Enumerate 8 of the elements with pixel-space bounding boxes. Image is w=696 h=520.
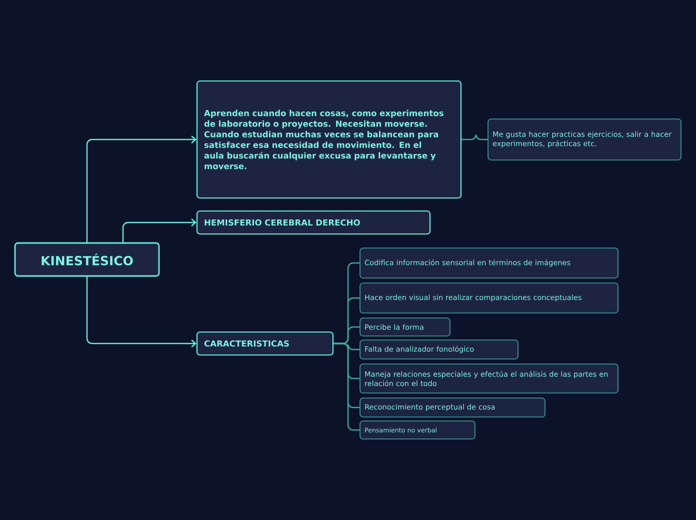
central-topic-box: KINESTÉSICO — [14, 242, 160, 277]
connector — [86, 136, 196, 243]
topic-box: Aprenden cuando hacen cosas, como experimentos de laboratorio o proyectos. Necesitan moverse. Cuando estudian muchas veces se balancean para satisfacer esa necesidad de movimiento. En el aula buscarán cualquier excusa para levantarse y moverse. — [196, 80, 462, 199]
topic-box: CARACTERISTICAS — [196, 331, 334, 356]
connector — [462, 134, 488, 140]
connector — [86, 276, 196, 348]
topic-box: HEMISFERIO CEREBRAL DERECHO — [196, 210, 431, 235]
connector — [122, 218, 196, 243]
